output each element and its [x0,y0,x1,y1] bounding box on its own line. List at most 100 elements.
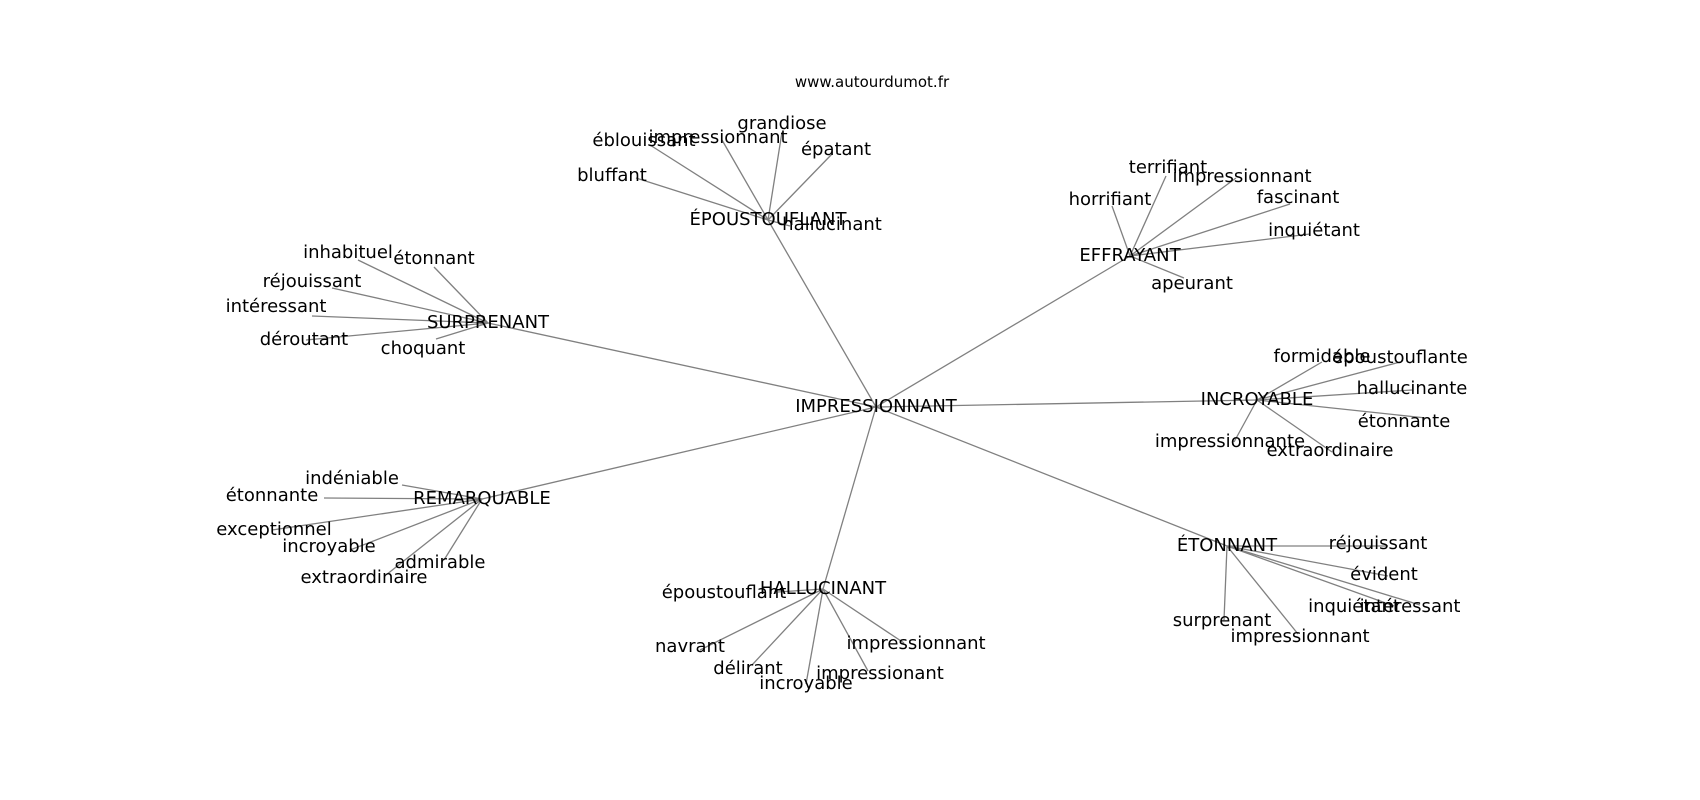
center-node-label: IMPRESSIONNANT [795,396,958,417]
edge-1-4 [1129,233,1311,257]
edge-4-3 [349,498,483,551]
leaf-node-label: horrifiant [1069,189,1152,210]
edge-6-2 [751,588,824,666]
edge-4-1 [323,497,483,500]
edge-5-2 [1226,545,1395,607]
leaf-node-label: incroyable [282,536,376,557]
leaf-node-label: intéressant [1360,596,1461,617]
leaf-node-label: réjouissant [1329,533,1428,554]
edge-5-4 [1223,545,1228,621]
edge-2-0 [357,259,489,324]
edge-2-1 [433,266,489,324]
edge-3-3 [1256,399,1427,419]
leaf-node-label: apeurant [1151,273,1233,294]
leaf-node-label: bluffant [577,165,647,186]
edge-1-0 [1129,175,1167,257]
cluster-node-label: ÉTONNANT [1177,534,1278,556]
edge-0-0 [649,144,769,221]
leaf-node-label: impressionnante [1155,431,1305,452]
leaf-node-label: navrant [655,636,725,657]
leaf-node-label: impressionant [816,663,944,684]
leaf-node-label: déroutant [260,329,348,350]
edge-1-5 [1129,255,1185,279]
edges-layer [271,131,1427,685]
leaf-node-label: formidable [1274,346,1371,367]
edge-6-5 [822,588,905,644]
edge-2-2 [331,287,489,324]
edge-5-3 [1226,545,1421,606]
leaf-node-label: inhabituel [303,242,393,263]
leaf-node-label: intéressant [226,296,327,317]
edge-3-5 [1256,399,1333,453]
leaf-node-label: étonnante [226,485,319,506]
site-watermark: www.autourdumot.fr [795,73,950,91]
leaf-node-label: choquant [381,338,466,359]
edge-center-3 [875,399,1258,408]
edge-center-4 [481,406,877,500]
edge-3-4 [1233,399,1258,443]
leaf-node-label: étonnant [393,248,474,269]
leaf-node-label: grandiose [737,113,826,134]
edge-center-2 [487,322,877,408]
edge-1-2 [1111,205,1131,257]
leaf-node-label: impressionnant [1230,626,1369,647]
edge-3-0 [1256,361,1323,401]
leaf-node-label: évident [1350,564,1418,585]
leaf-node-label: impressionnant [846,633,985,654]
edge-4-4 [443,498,483,561]
edge-4-5 [385,498,483,576]
edge-0-5 [767,219,791,227]
edge-4-0 [401,484,483,500]
leaf-node-label: incroyable [759,673,853,694]
leaf-node-label: indéniable [305,468,399,489]
edge-center-6 [822,406,877,590]
cluster-node-label: SURPRENANT [427,312,550,333]
leaf-node-label: épatant [801,139,871,160]
leaf-node-label: hallucinant [782,214,882,235]
leaf-node-label: éblouissant [592,130,695,151]
edge-5-5 [1226,545,1299,635]
edge-3-1 [1256,361,1401,401]
edge-1-3 [1129,203,1291,257]
edge-2-4 [305,322,489,341]
leaf-node-label: impressionnant [1172,166,1311,187]
edge-2-3 [311,315,489,324]
cluster-node-label: REMARQUABLE [413,488,551,509]
cluster-node-label: HALLUCINANT [760,578,887,599]
edge-5-1 [1226,545,1389,577]
edge-0-2 [767,131,783,221]
leaf-node-label: extraordinaire [301,567,428,588]
edge-1-1 [1129,177,1237,257]
leaf-node-label: extraordinaire [1267,440,1394,461]
edge-center-0 [767,219,877,408]
leaf-node-label: exceptionnel [216,519,331,540]
edge-6-4 [822,588,869,672]
labels-layer: IMPRESSIONNANTÉPOUSTOUFLANTéblouissantim… [216,113,1468,694]
edge-0-4 [635,177,769,221]
leaf-node-label: réjouissant [263,271,362,292]
edge-0-3 [767,153,833,221]
edge-4-2 [271,498,483,531]
edge-6-1 [699,588,824,651]
leaf-node-label: admirable [395,552,486,573]
leaf-node-label: époustouflante [1332,347,1468,368]
leaf-node-label: délirant [713,658,782,679]
leaf-node-label: étonnante [1358,411,1451,432]
leaf-node-label: impressionnant [648,127,787,148]
cluster-node-label: EFFRAYANT [1079,245,1181,266]
leaf-node-label: hallucinante [1357,378,1468,399]
leaf-node-label: surprenant [1173,610,1272,631]
edge-3-2 [1256,389,1413,401]
leaf-node-label: inquiétant [1268,220,1360,241]
cluster-node-label: INCROYABLE [1201,389,1314,410]
edge-center-1 [875,255,1131,408]
leaf-node-label: inquiétant [1308,596,1400,617]
leaf-node-label: époustouflant [662,582,787,603]
leaf-node-label: terrifiant [1129,157,1207,178]
edge-0-1 [721,139,769,221]
edge-2-5 [435,322,489,340]
edge-center-5 [875,406,1228,547]
leaf-node-label: fascinant [1257,187,1340,208]
edge-6-3 [805,588,824,685]
